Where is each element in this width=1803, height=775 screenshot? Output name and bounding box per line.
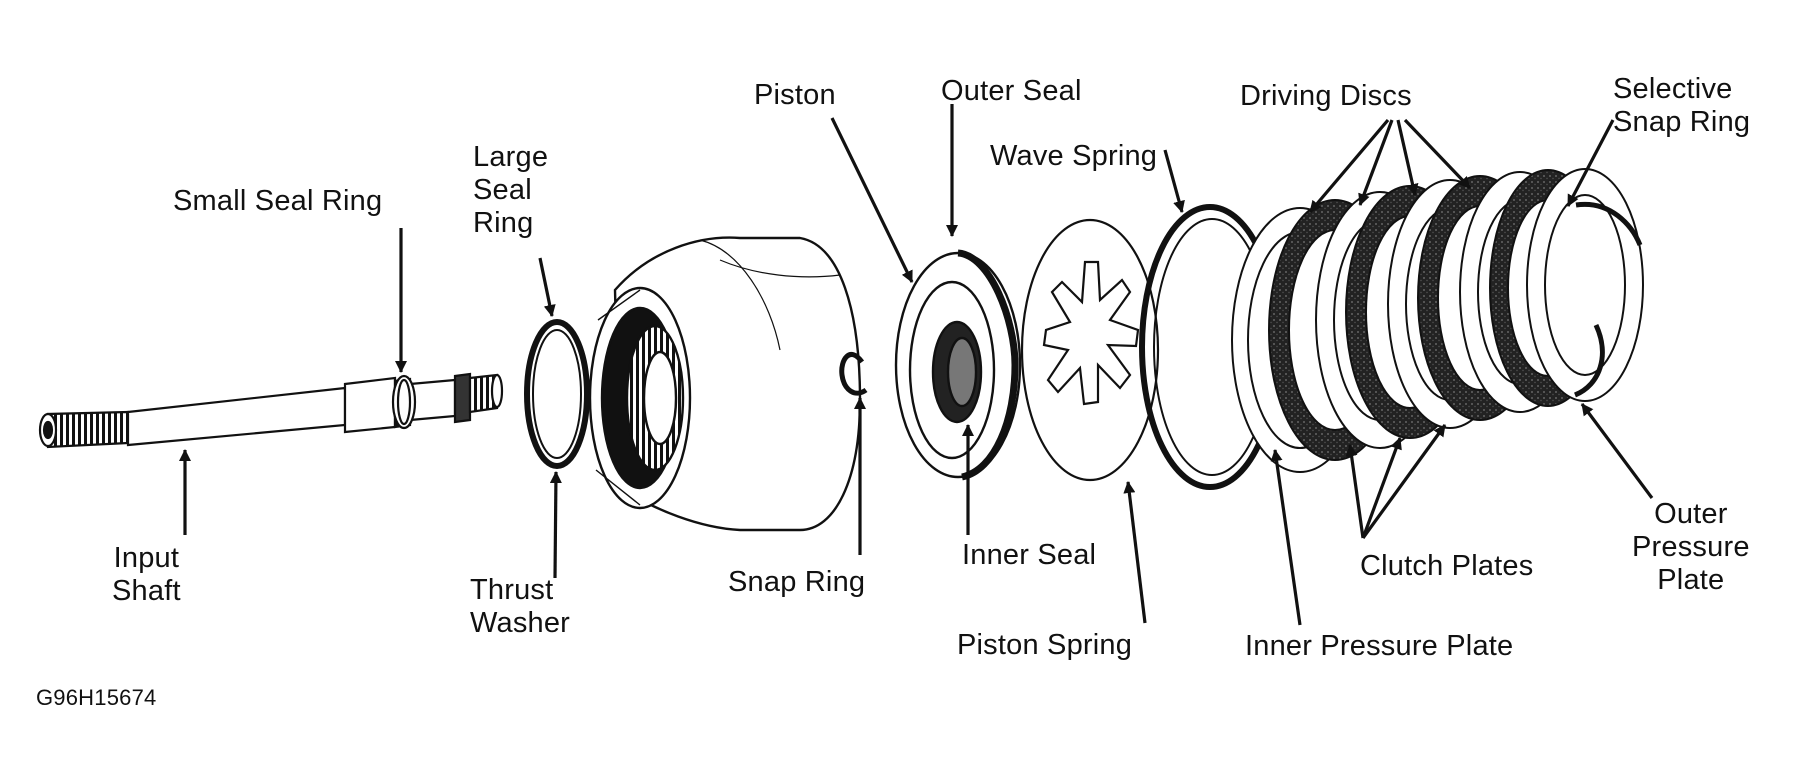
piston [894, 249, 1022, 481]
input-shaft [38, 372, 504, 449]
label-large-seal-ring: Large Seal Ring [473, 141, 549, 239]
small-seal-ring [391, 374, 417, 430]
clutch-drum [588, 236, 862, 532]
snap-ring [839, 352, 868, 396]
label-selective-snap-ring: Selective Snap Ring [1613, 73, 1751, 138]
label-inner-seal: Inner Seal [962, 539, 1097, 571]
figure-code: G96H15674 [36, 685, 157, 710]
clutch-pack [1231, 168, 1644, 473]
label-input-shaft: Input Shaft [112, 542, 181, 607]
label-wave-spring: Wave Spring [990, 140, 1158, 172]
label-thrust-washer: Thrust Washer [470, 574, 571, 639]
label-snap-ring: Snap Ring [728, 566, 866, 598]
large-seal-ring [524, 319, 590, 469]
label-outer-seal: Outer Seal [941, 75, 1082, 107]
callout-arrows [179, 104, 1654, 626]
label-small-seal-ring: Small Seal Ring [173, 185, 383, 217]
label-piston-spring: Piston Spring [957, 629, 1133, 661]
selective-snap-ring [1573, 201, 1643, 398]
label-clutch-plates: Clutch Plates [1360, 550, 1534, 582]
piston-spring [1020, 218, 1160, 482]
label-inner-pressure-plate: Inner Pressure Plate [1245, 630, 1514, 662]
label-outer-pressure-plate: Outer Pressure Plate [1632, 498, 1750, 596]
label-driving-discs: Driving Discs [1240, 80, 1412, 112]
label-piston: Piston [754, 79, 836, 111]
